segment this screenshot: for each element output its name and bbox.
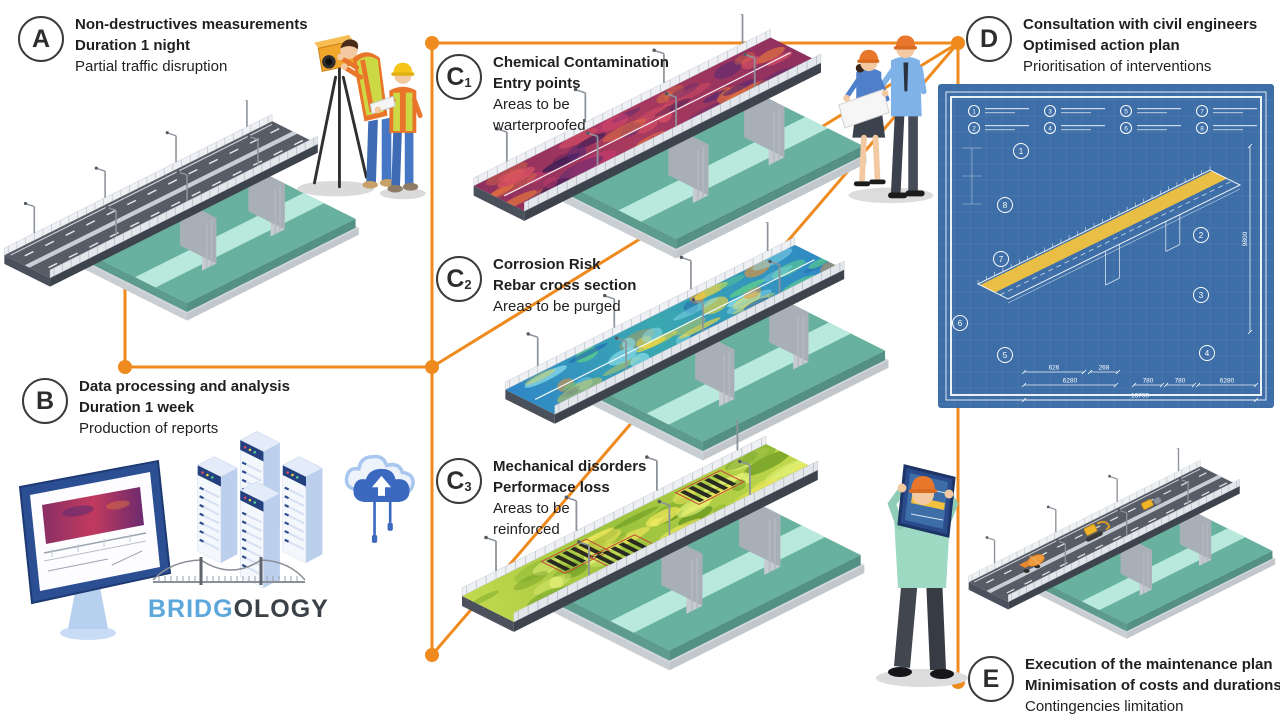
svg-text:4: 4 xyxy=(1048,125,1052,132)
step-e-badge: E xyxy=(968,656,1014,702)
svg-text:7: 7 xyxy=(1200,108,1204,115)
svg-text:6280: 6280 xyxy=(1063,378,1078,385)
svg-text:2: 2 xyxy=(1199,231,1204,240)
step-c1-title2: Entry points xyxy=(493,75,581,92)
step-c3-title: Mechanical disorders xyxy=(493,458,647,475)
svg-text:6: 6 xyxy=(958,319,963,328)
step-c1-letter: C xyxy=(446,62,465,91)
svg-text:6280: 6280 xyxy=(1220,378,1235,385)
step-c3-subtitle: Areas to be xyxy=(493,500,570,517)
svg-text:268: 268 xyxy=(1099,365,1110,372)
worker-tablet-illustration xyxy=(852,448,997,688)
step-b-title: Data processing and analysis xyxy=(79,378,290,395)
step-e: E Execution of the maintenance plan Mini… xyxy=(968,654,1280,717)
step-b-letter: B xyxy=(35,386,55,415)
svg-text:4: 4 xyxy=(1205,349,1210,358)
bridge-illustration-asphalt xyxy=(0,100,362,322)
step-c1-title: Chemical Contamination xyxy=(493,54,669,71)
step-b: B Data processing and analysis Duration … xyxy=(22,376,290,439)
bridge-maintenance-vehicles xyxy=(958,448,1278,640)
svg-text:6: 6 xyxy=(1124,125,1128,132)
logo-bridge-icon xyxy=(148,552,310,597)
svg-text:9800: 9800 xyxy=(1242,231,1249,246)
step-c3-subtitle2: reinforced xyxy=(493,521,560,538)
svg-text:780: 780 xyxy=(1143,378,1154,385)
step-d-title: Consultation with civil engineers xyxy=(1023,16,1258,33)
svg-text:1: 1 xyxy=(1019,147,1024,156)
bridge-heatmap-corrosion xyxy=(492,222,892,462)
monitor-icon xyxy=(8,445,180,645)
step-c2-title: Corrosion Risk xyxy=(493,256,601,273)
step-c2-letter: C xyxy=(446,264,465,293)
svg-text:2: 2 xyxy=(972,125,976,132)
cloud-upload-icon xyxy=(338,432,425,565)
step-e-title2: Minimisation of costs and durations xyxy=(1025,677,1280,694)
svg-text:7: 7 xyxy=(999,255,1004,264)
logo-text-dark: OLOGY xyxy=(233,595,329,623)
step-a: A Non-destructives measurements Duration… xyxy=(18,14,308,77)
step-c1-subtitle: Areas to be xyxy=(493,96,570,113)
step-d-letter: D xyxy=(979,24,999,53)
step-c3-title2: Performace loss xyxy=(493,479,610,496)
svg-text:626: 626 xyxy=(1049,365,1060,372)
step-c3-subscript: 3 xyxy=(464,478,472,494)
step-a-title: Non-destructives measurements xyxy=(75,16,308,33)
step-d-badge: D xyxy=(966,16,1012,62)
surveyors-illustration xyxy=(285,8,440,205)
step-a-subtitle: Partial traffic disruption xyxy=(75,58,228,75)
svg-text:5: 5 xyxy=(1124,108,1128,115)
step-d-title2: Optimised action plan xyxy=(1023,37,1180,54)
step-a-duration: Duration 1 night xyxy=(75,37,190,54)
svg-text:780: 780 xyxy=(1175,378,1186,385)
step-e-letter: E xyxy=(982,664,1000,693)
svg-text:3: 3 xyxy=(1048,108,1052,115)
server-cluster-icon xyxy=(190,428,335,608)
step-d: D Consultation with civil engineers Opti… xyxy=(966,14,1257,77)
step-b-duration: Duration 1 week xyxy=(79,399,195,416)
step-e-subtitle: Contingencies limitation xyxy=(1025,698,1184,715)
svg-text:8: 8 xyxy=(1200,125,1204,132)
blueprint-panel: 1 2 3 4 5 6 7 8 1 2 3 4 5 6 7 8 626 268 6280 780 780 6280 1670… xyxy=(938,84,1274,408)
bridge-heatmap-mechanical xyxy=(448,420,868,672)
svg-text:16700: 16700 xyxy=(1131,393,1149,400)
step-c1-subtitle2: warterproofed xyxy=(493,117,586,134)
step-a-letter: A xyxy=(31,24,51,53)
engineers-illustration xyxy=(830,22,948,205)
step-c2-title2: Rebar cross section xyxy=(493,277,637,294)
svg-text:5: 5 xyxy=(1003,351,1008,360)
svg-text:3: 3 xyxy=(1199,291,1204,300)
step-c2-subscript: 2 xyxy=(464,276,472,292)
step-b-subtitle: Production of reports xyxy=(79,420,219,437)
step-c1-subscript: 1 xyxy=(464,74,472,90)
logo-text-blue: BRIDG xyxy=(148,595,234,623)
step-d-subtitle: Prioritisation of interventions xyxy=(1023,58,1212,75)
svg-text:8: 8 xyxy=(1003,201,1008,210)
step-c2-subtitle: Areas to be purged xyxy=(493,298,621,315)
step-e-title: Execution of the maintenance plan xyxy=(1025,656,1273,673)
step-a-badge: A xyxy=(18,16,64,62)
bridgology-logo: BRIDGOLOGY xyxy=(148,552,328,624)
step-c3-letter: C xyxy=(446,466,465,495)
logo-text: BRIDGOLOGY xyxy=(148,595,328,624)
svg-text:1: 1 xyxy=(972,108,976,115)
step-b-badge: B xyxy=(22,378,68,424)
bridge-heatmap-chemical xyxy=(460,14,870,260)
